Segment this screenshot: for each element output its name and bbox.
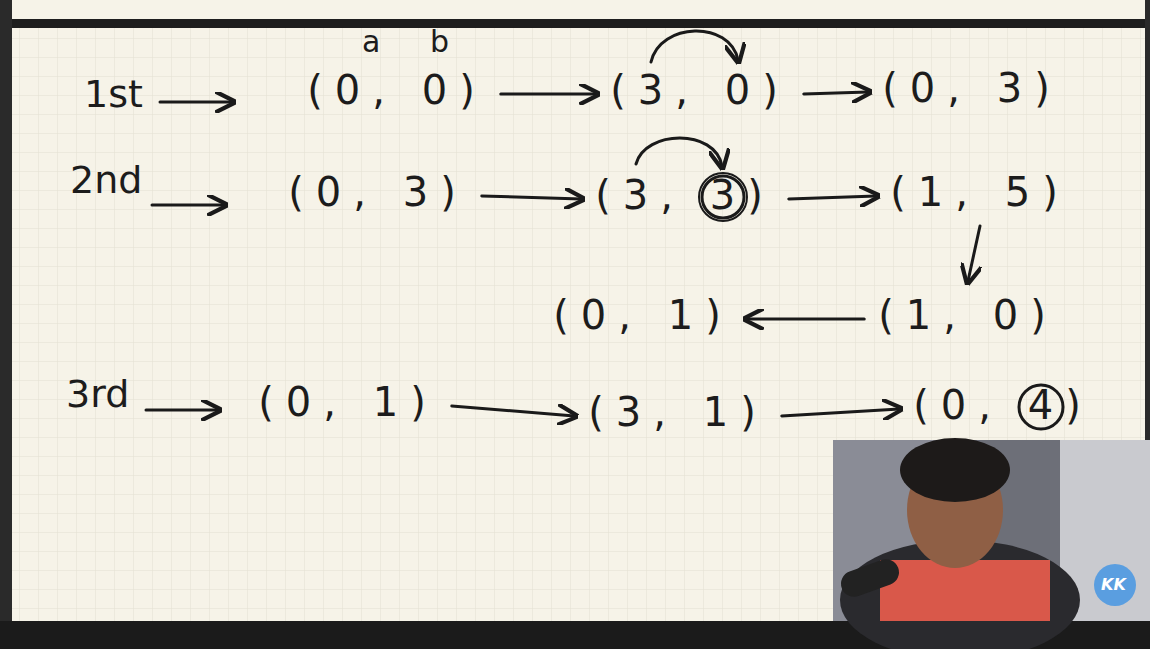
row-label: 1st	[84, 72, 143, 118]
state-tuple: (1, 0)	[872, 287, 1064, 343]
pour-arc	[651, 31, 738, 62]
state-tuple: (0, 0)	[301, 62, 493, 118]
pour-arc	[636, 138, 722, 166]
tuple-text: (3, 1)	[588, 388, 768, 436]
step-arrow	[968, 226, 980, 281]
state-tuple: (0, 4)	[907, 377, 1099, 433]
state-tuple: (3, 3)	[589, 167, 781, 223]
tuple-text: (1, 0)	[878, 291, 1058, 339]
row-label: 2nd	[70, 158, 142, 204]
tuple-text: (0, 0)	[307, 66, 487, 114]
jug-label: a	[362, 24, 380, 60]
tuple-text: (1, 5)	[890, 168, 1070, 216]
jug-label: b	[430, 24, 449, 60]
state-tuple: (0, 3)	[876, 60, 1068, 116]
step-arrow	[804, 92, 868, 94]
grid-lines	[12, 28, 1145, 621]
step-arrow	[789, 196, 876, 199]
step-arrow	[501, 93, 596, 96]
state-tuple: (1, 5)	[884, 164, 1076, 220]
state-tuple: (0, 3)	[282, 164, 474, 220]
state-tuple: (0, 1)	[547, 287, 739, 343]
row-arrow	[146, 409, 218, 412]
row-arrow	[160, 101, 232, 104]
row-label: 3rd	[66, 372, 129, 418]
step-arrow	[782, 409, 899, 416]
logo-text: KK	[1101, 575, 1126, 594]
webcam-overlay	[833, 438, 1150, 649]
tuple-text: (3, 0)	[610, 66, 790, 114]
tuple-text: (0, 4)	[913, 381, 1093, 429]
step-arrow	[452, 406, 574, 416]
step-arrow	[747, 318, 864, 321]
step-arrow	[482, 196, 581, 199]
top-divider	[0, 19, 1150, 28]
tuple-text: (0, 3)	[288, 168, 468, 216]
tuple-text: (0, 1)	[258, 378, 438, 426]
state-tuple: (3, 1)	[582, 384, 774, 440]
tuple-text: (0, 3)	[882, 64, 1062, 112]
left-border	[0, 0, 12, 649]
tuple-text: (3, 3)	[595, 171, 775, 219]
row-arrow	[152, 204, 224, 207]
state-tuple: (0, 1)	[252, 374, 444, 430]
state-tuple: (3, 0)	[604, 62, 796, 118]
tuple-text: (0, 1)	[553, 291, 733, 339]
